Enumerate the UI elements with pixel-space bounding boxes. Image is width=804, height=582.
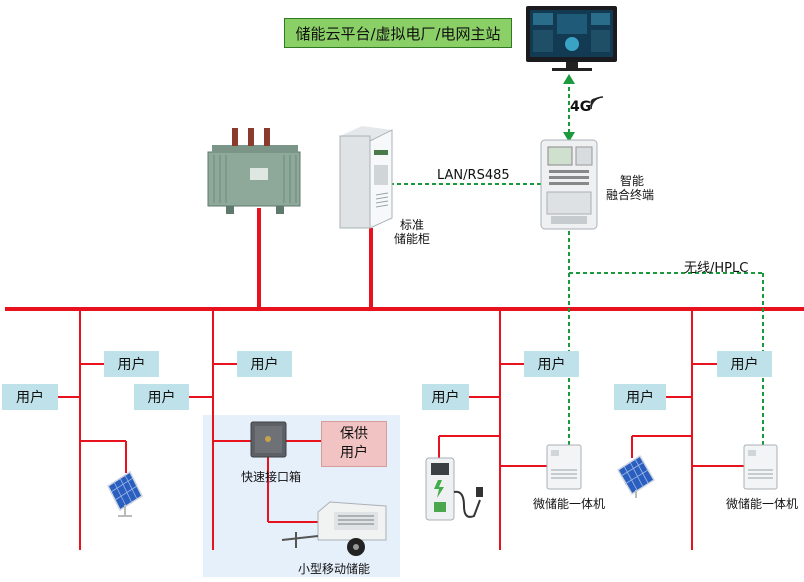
user-box: 用户 (524, 351, 579, 377)
main-bus-group (5, 208, 804, 311)
lan-label: LAN/RS485 (437, 168, 510, 183)
micro-storage-label-left: 微储能一体机 (533, 497, 606, 511)
micro-storage-unit-icon (743, 444, 778, 490)
solar-panel-icon (616, 454, 656, 498)
backup-supply-user-box: 保供 用户 (321, 421, 387, 467)
cabinet-label-line2: 储能柜 (394, 232, 431, 246)
branch-lines (58, 309, 744, 550)
user-box: 用户 (717, 351, 772, 377)
user-box: 用户 (2, 384, 58, 410)
wireless-label: 无线/HPLC (684, 261, 749, 276)
arrow-down (563, 132, 575, 142)
monitor-icon (526, 6, 617, 71)
terminal-label-line1: 智能 (620, 174, 645, 188)
storage-cabinet-icon (339, 126, 393, 229)
junction-box-icon (250, 421, 287, 458)
ev-charger-icon (425, 457, 483, 521)
arrow-up (563, 74, 575, 84)
backup-line2: 用户 (340, 445, 368, 461)
mobile-storage-label: 小型移动储能 (298, 562, 371, 576)
micro-storage-unit-icon (546, 444, 582, 490)
user-box: 用户 (422, 384, 469, 410)
fusion-terminal-icon (540, 139, 598, 230)
user-box: 用户 (104, 351, 159, 377)
user-box: 用户 (614, 384, 666, 410)
cellular-label: 4G (570, 99, 592, 115)
platform-title: 储能云平台/虚拟电厂/电网主站 (284, 18, 512, 48)
mobile-storage-trailer-icon (281, 501, 387, 556)
transformer-icon (207, 128, 301, 214)
signal-icon (590, 96, 604, 110)
user-box: 用户 (134, 384, 189, 410)
micro-storage-label-right: 微储能一体机 (726, 497, 799, 511)
user-box: 用户 (237, 351, 292, 377)
terminal-label-line2: 融合终端 (606, 188, 655, 202)
cabinet-label-line1: 标准 (400, 218, 425, 232)
solar-panel-icon (107, 470, 143, 517)
junction-box-label: 快速接口箱 (241, 470, 302, 484)
backup-line1: 保供 (340, 426, 368, 442)
comm-arrows (563, 74, 575, 142)
